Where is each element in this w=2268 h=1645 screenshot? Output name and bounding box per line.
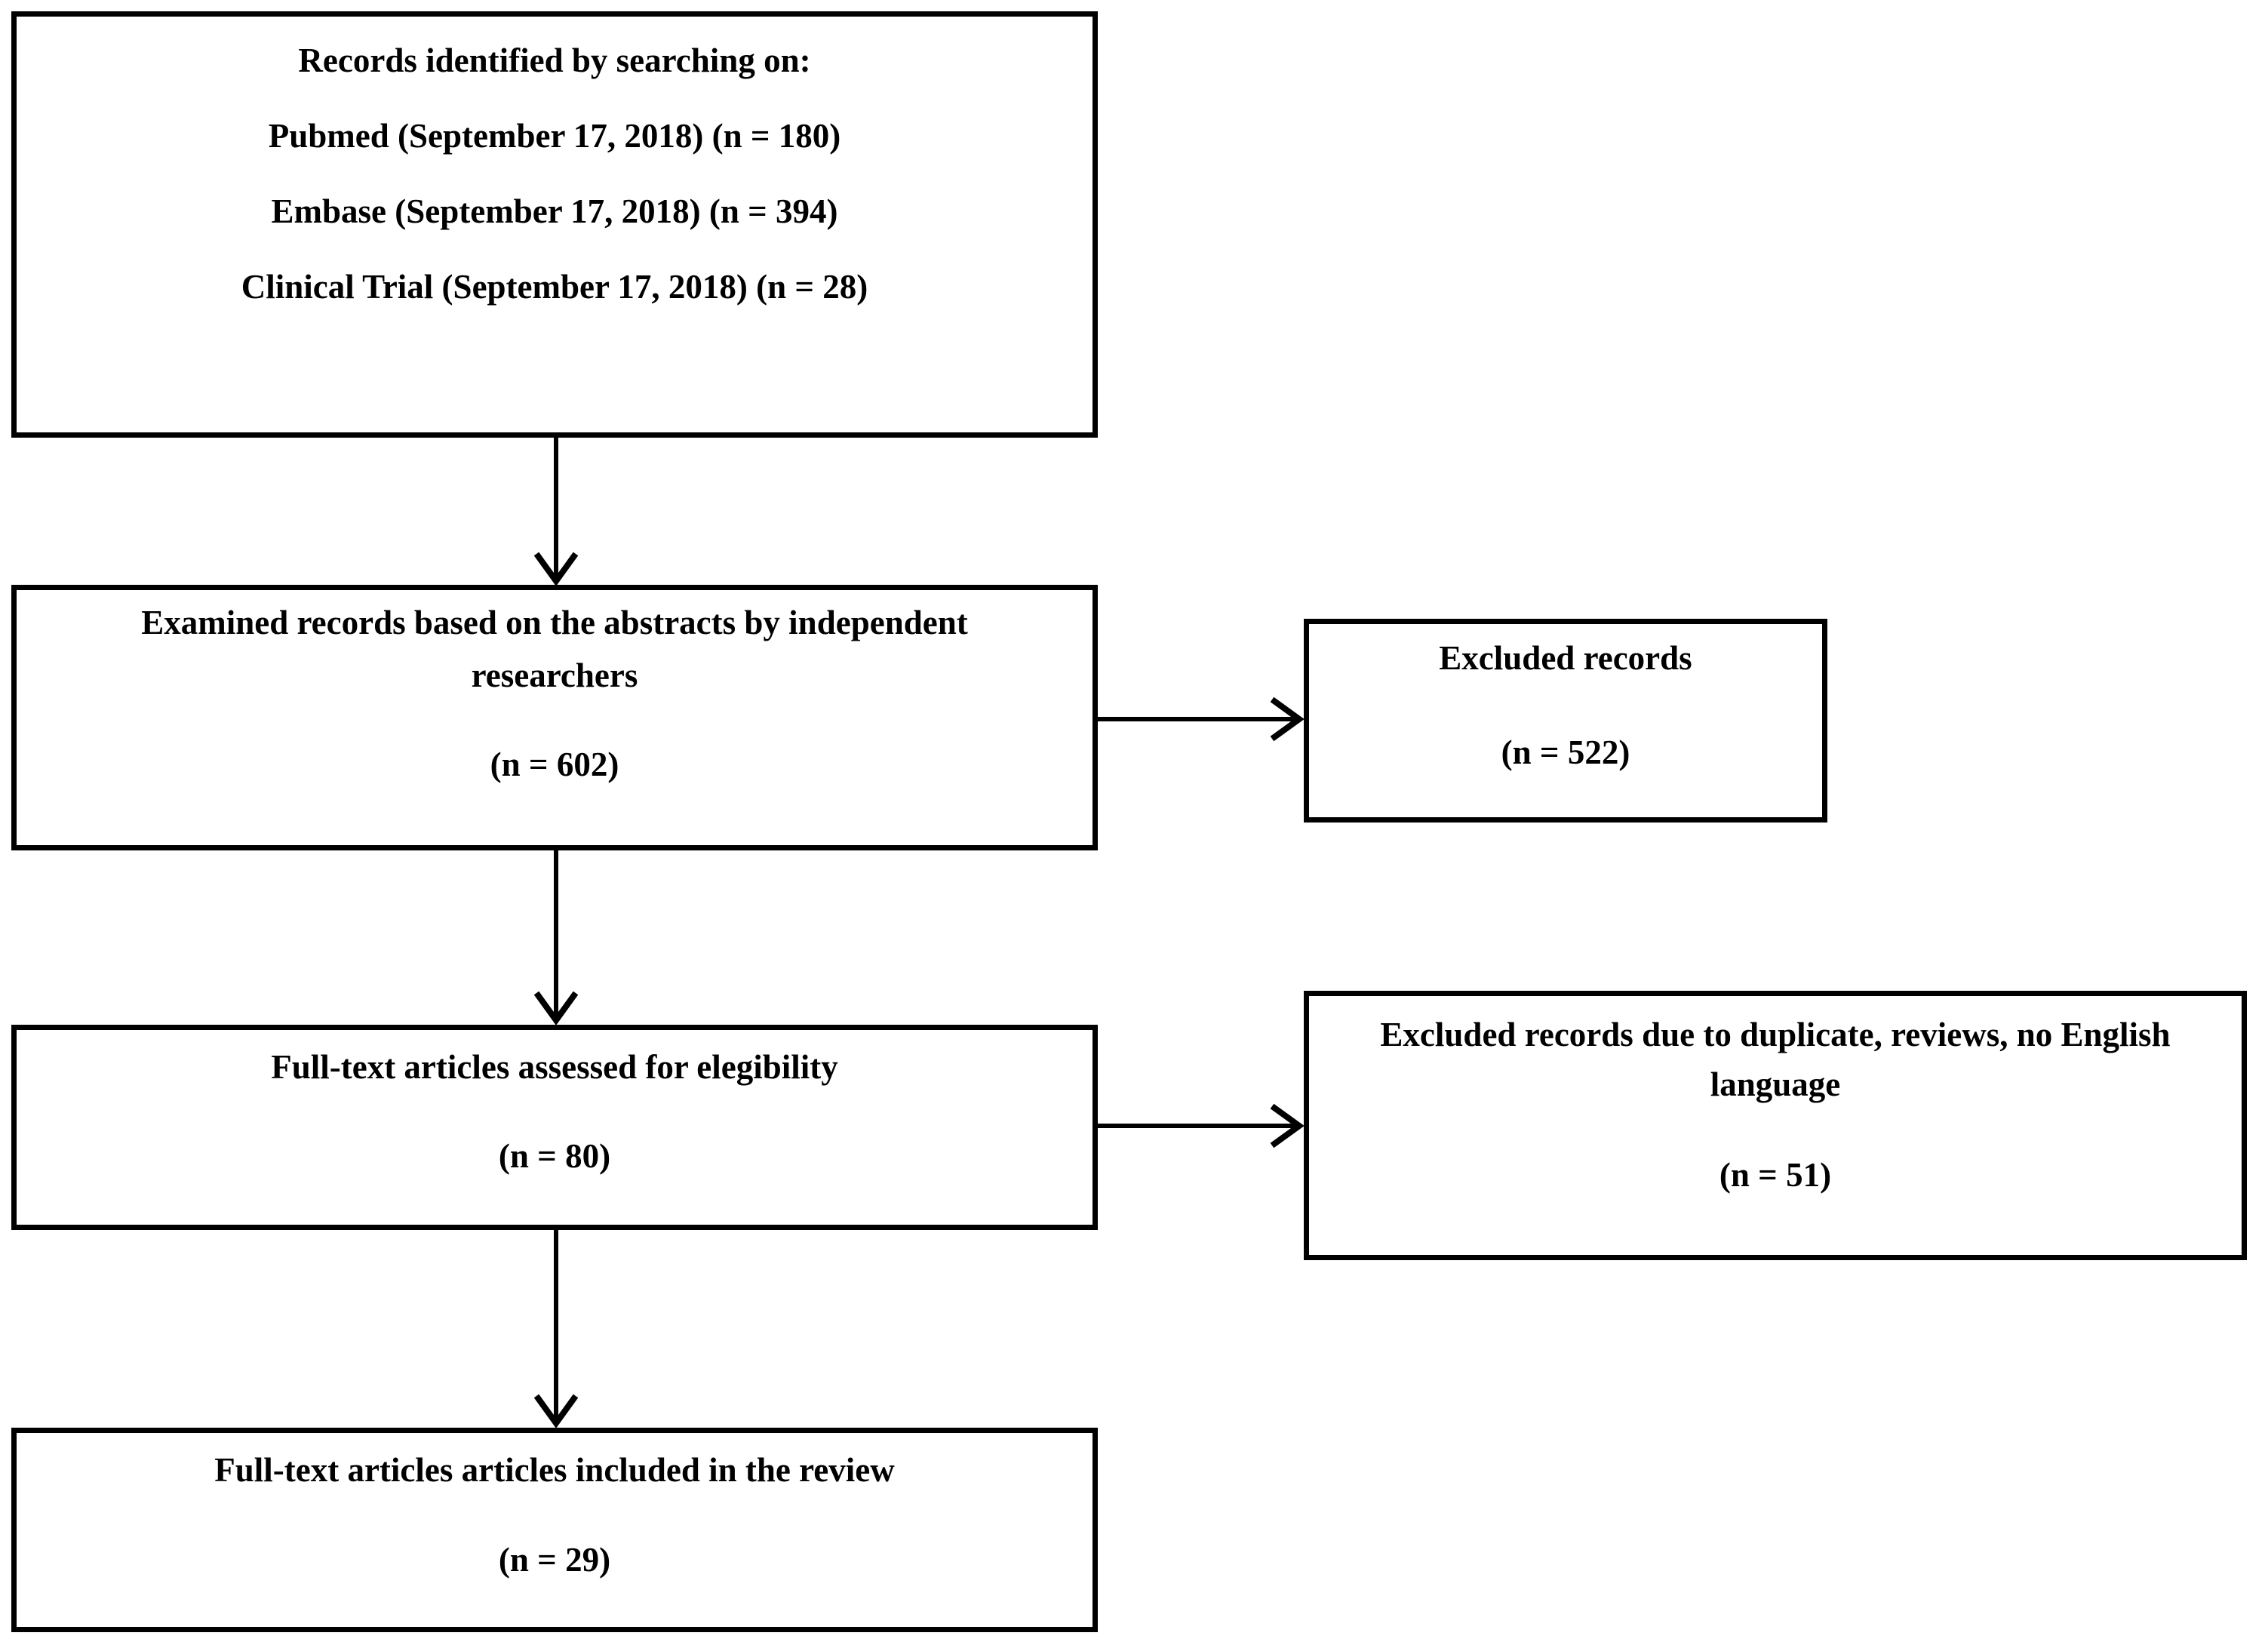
identification-source-embase: Embase (September 17, 2018) (n = 394) xyxy=(271,192,838,230)
screening-box: Examined records based on the abstracts … xyxy=(11,585,1098,850)
screening-text-line2: researchers xyxy=(471,656,638,694)
eligibility-count: (n = 80) xyxy=(498,1137,611,1175)
excluded-records-text: Excluded records xyxy=(1439,639,1692,677)
included-count: (n = 29) xyxy=(498,1541,611,1579)
included-box: Full-text articles articles included in … xyxy=(11,1428,1098,1632)
excluded-records-box: Excluded records (n = 522) xyxy=(1304,619,1827,822)
identification-box: Records identified by searching on: Pubm… xyxy=(11,11,1098,438)
eligibility-box: Full-text articles assessed for elegibil… xyxy=(11,1025,1098,1230)
excluded-duplicates-count: (n = 51) xyxy=(1719,1156,1832,1194)
arrow-identification-to-screening xyxy=(533,435,579,586)
excluded-duplicates-text-line1: Excluded records due to duplicate, revie… xyxy=(1380,1016,2171,1053)
screening-text-line1: Examined records based on the abstracts … xyxy=(141,604,968,641)
excluded-duplicates-box: Excluded records due to duplicate, revie… xyxy=(1304,991,2247,1260)
identification-source-clinical-trial: Clinical Trial (September 17, 2018) (n =… xyxy=(241,268,868,306)
screening-count: (n = 602) xyxy=(490,746,619,783)
identification-source-pubmed: Pubmed (September 17, 2018) (n = 180) xyxy=(268,117,841,155)
excluded-duplicates-text-line2: language xyxy=(1710,1065,1841,1103)
identification-title: Records identified by searching on: xyxy=(298,42,811,79)
included-text: Full-text articles articles included in … xyxy=(214,1451,895,1489)
arrow-screening-to-eligibility xyxy=(533,848,579,1025)
excluded-records-count: (n = 522) xyxy=(1501,733,1630,771)
arrow-eligibility-to-excluded-duplicates xyxy=(1096,1103,1305,1148)
arrow-screening-to-excluded-records xyxy=(1096,696,1305,742)
arrow-eligibility-to-included xyxy=(533,1228,579,1428)
eligibility-text: Full-text articles assessed for elegibil… xyxy=(271,1048,838,1086)
